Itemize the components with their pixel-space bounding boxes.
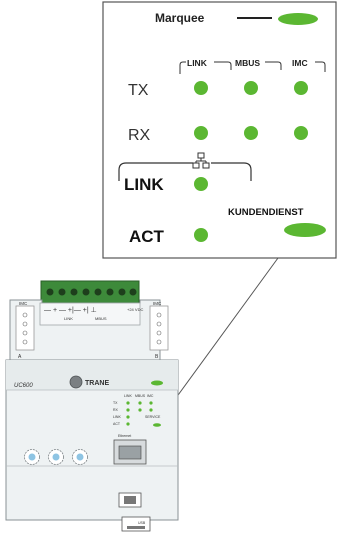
rx-link-led (194, 126, 208, 140)
link-header: LINK (187, 58, 208, 68)
device-led-panel: LINK MBUS IMC TX RX LINK ACT SERVICE (113, 394, 161, 427)
link-led (194, 177, 208, 191)
left-imc-label: IMC (19, 301, 28, 306)
controller-device: — + — +|— +| ⊥ LINK MBUS +24 VDC IMC A I… (5, 280, 179, 532)
model-label: UC600 (14, 383, 33, 389)
tx-imc-led (294, 81, 308, 95)
terminal-mbus-label: MBUS (95, 316, 107, 321)
rx-label: RX (128, 127, 151, 144)
terminal-24vdc-label: +24 VDC (127, 307, 143, 312)
svg-text:TX: TX (113, 401, 118, 405)
right-imc-label: IMC (153, 301, 162, 306)
device-service-label: SERVICE (145, 415, 161, 419)
rotary-dials (24, 449, 88, 465)
leader-line (172, 257, 279, 403)
top-terminal-block (40, 280, 140, 304)
side-label-b: B (155, 354, 159, 360)
svg-text:MBUS: MBUS (135, 394, 146, 398)
kundendienst-label: KUNDENDIENST (228, 207, 304, 218)
network-icon (192, 152, 210, 169)
tx-mbus-led (244, 81, 258, 95)
brand-label: TRANE (85, 380, 109, 387)
svg-text:ACT: ACT (113, 422, 121, 426)
tx-link-led (194, 81, 208, 95)
act-led (194, 228, 208, 242)
device-ethernet-label: Ethernet (118, 434, 131, 438)
svg-text:IMC: IMC (147, 394, 154, 398)
act-label: ACT (129, 227, 165, 246)
rx-mbus-led (244, 126, 258, 140)
tx-label: TX (128, 82, 149, 99)
link-row-bracket (118, 162, 193, 181)
side-label-a: A (18, 354, 22, 360)
link-label: LINK (124, 175, 164, 194)
svg-text:LINK: LINK (113, 415, 121, 419)
kundendienst-led (284, 223, 326, 237)
marquee-led (278, 13, 318, 25)
rx-imc-led (294, 126, 308, 140)
left-imc-connector (15, 305, 35, 351)
brand-logo (69, 375, 83, 389)
terminal-link-label: LINK (64, 316, 73, 321)
svg-text:LINK: LINK (124, 394, 132, 398)
marquee-label: Marquee (155, 11, 205, 25)
callout-box: Marquee LINK MBUS IMC TX RX (102, 1, 337, 259)
device-usb-label: USB (138, 521, 146, 525)
svg-text:— + — +|— +| ⊥: — + — +|— +| ⊥ (44, 307, 97, 314)
device-service-led (153, 423, 161, 427)
right-imc-connector (149, 305, 169, 351)
mbus-header: MBUS (235, 58, 260, 68)
svg-text:RX: RX (113, 408, 119, 412)
imc-header: IMC (292, 58, 308, 68)
link-bracket (179, 61, 186, 74)
device-marquee-led (151, 380, 163, 386)
